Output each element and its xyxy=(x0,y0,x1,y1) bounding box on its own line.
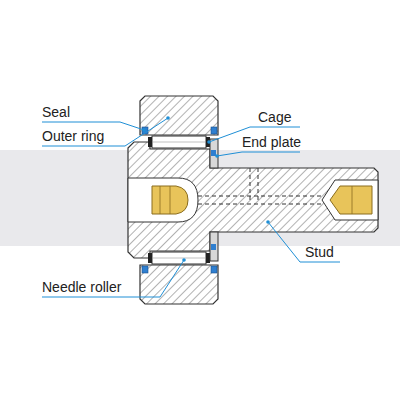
end-plate-seal xyxy=(211,244,216,250)
grease-nipple xyxy=(152,186,188,214)
leader-lines xyxy=(42,118,340,297)
seal xyxy=(142,266,148,273)
cage xyxy=(206,253,210,263)
part-label: Cage xyxy=(258,109,291,125)
needle-roller xyxy=(152,252,206,264)
part-label: End plate xyxy=(242,134,301,150)
end-plate xyxy=(210,139,218,168)
end-plate xyxy=(210,232,218,261)
part-label: Stud xyxy=(305,244,334,260)
bore xyxy=(322,180,378,220)
needle-roller xyxy=(152,136,206,148)
cage xyxy=(206,137,210,147)
part-label: Outer ring xyxy=(42,128,104,144)
plug xyxy=(330,186,372,214)
part-label: Needle roller xyxy=(42,279,121,295)
seal xyxy=(211,266,217,273)
cage xyxy=(148,253,152,263)
end-plate-seal xyxy=(211,150,216,156)
cage xyxy=(148,137,152,147)
stud xyxy=(128,142,378,258)
bore xyxy=(128,178,198,222)
outer-ring xyxy=(140,265,218,304)
seal xyxy=(211,127,217,134)
part-label: Seal xyxy=(42,104,70,120)
